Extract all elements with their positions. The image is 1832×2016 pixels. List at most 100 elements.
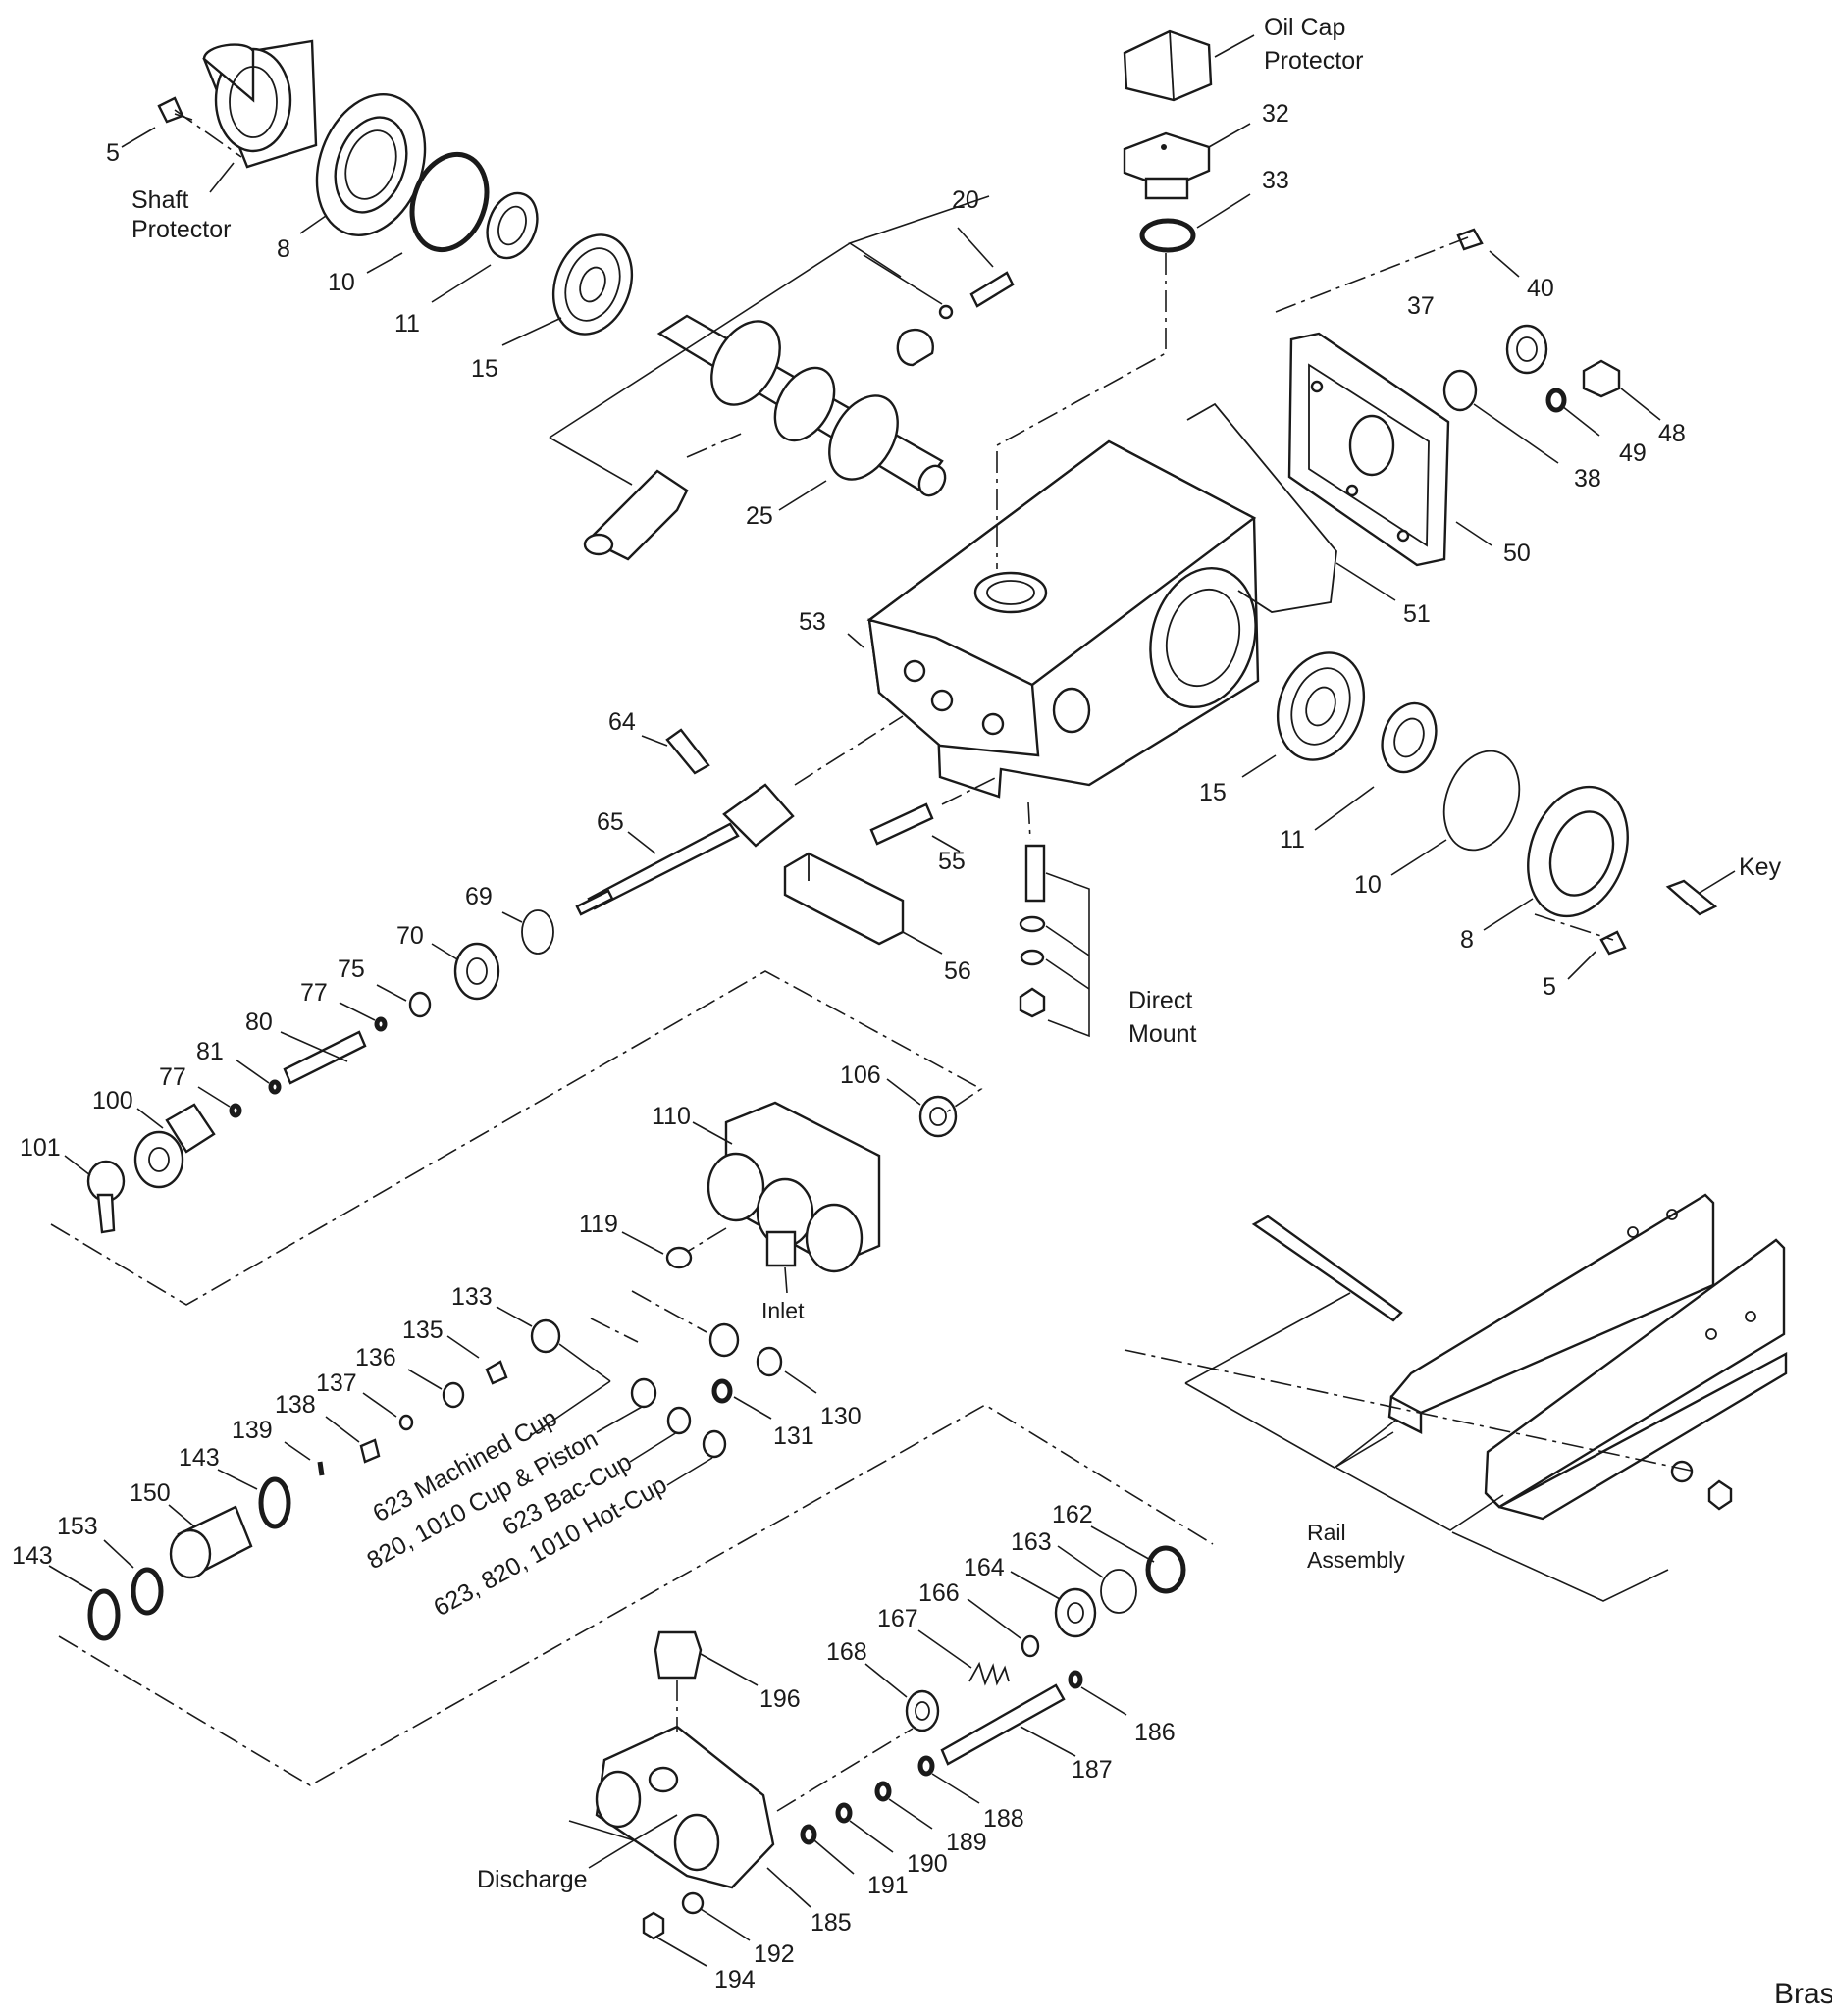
part-number-labels: 5 8 10 11 15 20 25 32 33 37 38 40 48 49 … (12, 100, 1686, 1993)
part-number: 189 (946, 1829, 987, 1856)
label-rail-assembly-line1: Rail (1307, 1520, 1346, 1545)
part-number: 50 (1503, 540, 1531, 567)
key (1665, 879, 1718, 916)
part-number: 33 (1262, 167, 1289, 194)
o-ring-77-upper (374, 1016, 388, 1032)
label-inlet: Inlet (761, 1298, 805, 1323)
pin-64 (665, 728, 710, 775)
part-number: 5 (1543, 973, 1556, 1001)
part-number: 186 (1134, 1719, 1176, 1746)
part-number: 100 (92, 1087, 133, 1114)
sight-glass-37 (1505, 324, 1548, 375)
part-number: 15 (1199, 779, 1227, 806)
part-number: 77 (300, 979, 328, 1007)
o-ring-10-left (409, 151, 490, 253)
plunger-80 (283, 1030, 367, 1085)
bearing-15-left (551, 233, 634, 336)
part-139 (317, 1461, 325, 1476)
washer-166 (1021, 1634, 1040, 1658)
part-number: 56 (944, 957, 971, 985)
part-number: 194 (714, 1966, 756, 1993)
screw-5-right (1599, 930, 1627, 956)
rod-187 (940, 1683, 1066, 1766)
crankcase-53 (866, 439, 1260, 799)
o-ring-10-right (1442, 750, 1521, 852)
part-number: 51 (1403, 600, 1431, 628)
o-ring-131 (711, 1378, 733, 1404)
part-number: 185 (811, 1909, 852, 1937)
direct-mount-stack (1019, 844, 1090, 1038)
part-number: 143 (179, 1444, 220, 1472)
rod-cap-and-bolt (896, 271, 1015, 367)
part-number: 40 (1527, 275, 1554, 302)
part-number: 187 (1072, 1756, 1113, 1783)
part-number: 32 (1262, 100, 1289, 128)
seal-130 (756, 1346, 783, 1377)
seal-a (708, 1322, 740, 1358)
part-number: 48 (1658, 420, 1686, 447)
o-ring-191 (800, 1824, 817, 1845)
rear-cover-50 (1287, 332, 1450, 567)
part-number: 37 (1407, 292, 1435, 320)
seal-bac (666, 1406, 692, 1435)
screw-40 (1456, 228, 1484, 251)
o-ring-186 (1068, 1670, 1083, 1689)
label-direct-mount-line2: Mount (1128, 1020, 1197, 1048)
part-number: 10 (328, 269, 355, 296)
part-number: 5 (106, 139, 120, 167)
washer-192 (681, 1891, 705, 1915)
part-135 (485, 1360, 508, 1385)
part-number: 130 (820, 1403, 862, 1430)
part-number: 166 (918, 1579, 960, 1607)
part-number: 131 (773, 1422, 814, 1450)
nut-194 (642, 1911, 665, 1940)
discharge-manifold-185 (595, 1725, 775, 1889)
part-number: 188 (983, 1805, 1024, 1833)
part-number: 153 (57, 1513, 98, 1540)
part-number: 192 (754, 1940, 795, 1968)
part-number: 77 (159, 1063, 186, 1091)
part-number: 135 (402, 1317, 444, 1344)
part-137 (398, 1414, 414, 1431)
inlet-manifold-110 (707, 1101, 881, 1273)
valve-168 (905, 1689, 940, 1732)
part-number: 168 (826, 1638, 867, 1666)
part-number: 150 (130, 1479, 171, 1507)
part-number: 106 (840, 1061, 881, 1089)
o-ring-77-lower (229, 1103, 242, 1118)
part-number: 133 (451, 1283, 493, 1311)
seal-cup (630, 1377, 657, 1409)
retainer-70 (453, 942, 500, 1001)
part-number: 101 (20, 1134, 61, 1162)
o-ring-143-lower (87, 1588, 121, 1641)
bearing-15-right (1276, 651, 1366, 761)
part-number: 143 (12, 1542, 53, 1570)
sleeve-100 (133, 1103, 216, 1189)
part-number: 75 (338, 956, 365, 983)
plug-196 (654, 1630, 703, 1680)
o-ring-189 (874, 1781, 892, 1802)
part-number: 163 (1011, 1528, 1052, 1556)
callout-20-bracket (549, 195, 994, 486)
part-number: 191 (867, 1872, 909, 1899)
part-number: 11 (394, 310, 420, 337)
part-number: 10 (1354, 871, 1382, 899)
label-key: Key (1739, 853, 1782, 881)
part-number: 55 (938, 848, 966, 875)
gasket-51 (1186, 402, 1337, 613)
label-rail-assembly-line2: Assembly (1307, 1547, 1405, 1573)
part-number: 119 (579, 1211, 618, 1238)
part-number: 69 (465, 883, 493, 910)
part-number: 139 (232, 1417, 273, 1444)
part-number: 53 (799, 608, 826, 636)
part-number: 80 (245, 1008, 273, 1036)
seal-11-right (1381, 701, 1438, 774)
o-ring-190 (835, 1802, 853, 1824)
ring-163 (1100, 1569, 1137, 1614)
plunger-rod-65 (575, 783, 795, 916)
part-number: 70 (396, 922, 424, 950)
o-ring-49 (1545, 388, 1567, 413)
part-number: 162 (1052, 1501, 1093, 1528)
plug-106 (918, 1095, 958, 1138)
